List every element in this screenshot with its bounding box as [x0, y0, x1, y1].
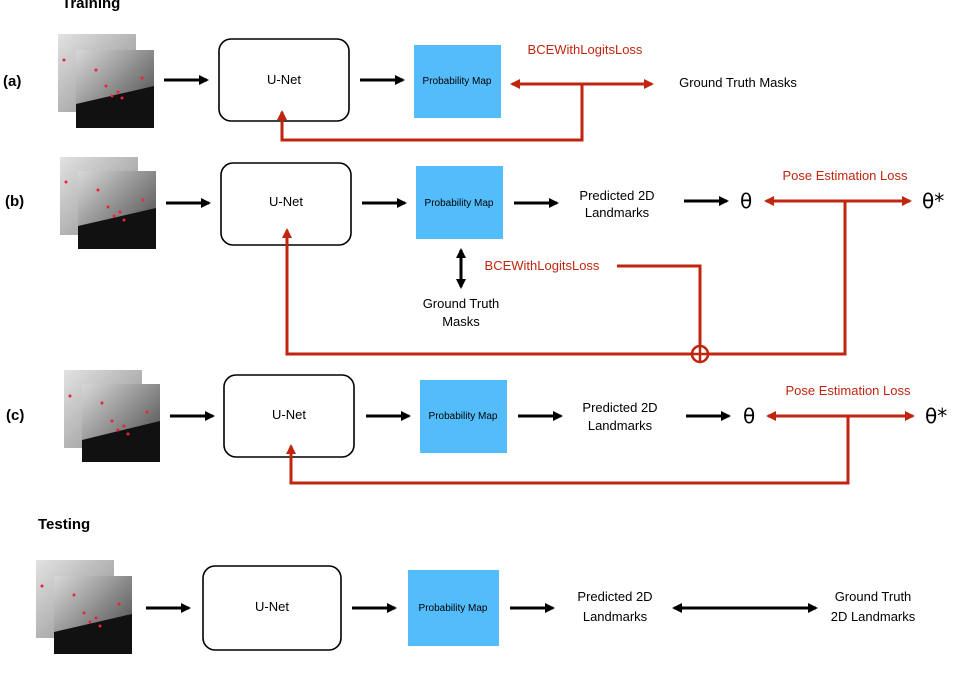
- unet-label: U-Net: [255, 599, 289, 614]
- theta-predicted: θ: [740, 189, 752, 213]
- row-c: (c) U-Net Probability Map Predicted 2D L…: [6, 370, 947, 485]
- pose-feedback-line: [708, 201, 847, 356]
- theta-ground-truth: θ*: [925, 404, 947, 428]
- loss-feedback-arrow: [277, 84, 584, 142]
- bce-loss-label: BCEWithLogitsLoss: [528, 42, 643, 57]
- xray-image-stack: [64, 370, 160, 462]
- probability-map-box: [420, 380, 507, 453]
- pose-loss-label: Pose Estimation Loss: [785, 383, 911, 398]
- probability-map-label: Probability Map: [429, 411, 498, 422]
- ground-truth-masks-line1: Ground Truth: [423, 296, 500, 311]
- theta-ground-truth: θ*: [922, 189, 944, 213]
- probability-map-label: Probability Map: [419, 603, 488, 614]
- training-title: Training: [62, 0, 120, 12]
- probability-map-box: [414, 45, 501, 118]
- probability-map-box: [416, 166, 503, 239]
- predicted-landmarks-line1: Predicted 2D: [577, 589, 652, 604]
- combined-loss-feedback-arrow: [282, 228, 692, 356]
- row-b: (b) U-Net Probability Map Predicted 2D L…: [5, 157, 944, 364]
- row-c-label: (c): [6, 407, 24, 424]
- sum-junction-icon: [690, 344, 710, 364]
- row-a-label: (a): [3, 73, 21, 90]
- predicted-landmarks-line1: Predicted 2D: [582, 400, 657, 415]
- unet-label: U-Net: [272, 407, 306, 422]
- unet-label: U-Net: [269, 194, 303, 209]
- ground-truth-landmarks-line1: Ground Truth: [835, 589, 912, 604]
- pose-loss-label: Pose Estimation Loss: [782, 168, 908, 183]
- probability-map-label: Probability Map: [425, 198, 494, 209]
- predicted-landmarks-line2: Landmarks: [588, 418, 653, 433]
- predicted-landmarks-line2: Landmarks: [583, 609, 648, 624]
- probability-map-box: [408, 570, 499, 646]
- xray-image-stack: [58, 34, 154, 128]
- row-b-label: (b): [5, 193, 24, 210]
- unet-box: [202, 565, 342, 651]
- predicted-landmarks-line2: Landmarks: [585, 205, 650, 220]
- xray-image-stack: [36, 560, 132, 654]
- predicted-landmarks-line1: Predicted 2D: [579, 188, 654, 203]
- bce-feedback-line: [617, 264, 702, 346]
- xray-image-stack: [60, 157, 156, 249]
- unet-box: [223, 374, 355, 458]
- ground-truth-masks-line2: Masks: [442, 314, 480, 329]
- testing-title: Testing: [38, 516, 90, 533]
- theta-predicted: θ: [743, 404, 755, 428]
- probability-map-label: Probability Map: [423, 76, 492, 87]
- unet-box: [218, 38, 350, 122]
- row-a: (a) U-Net Probability Map BCEWithLogitsL…: [3, 34, 797, 142]
- unet-label: U-Net: [267, 72, 301, 87]
- loss-feedback-arrow: [286, 416, 850, 485]
- bce-loss-label: BCEWithLogitsLoss: [485, 258, 600, 273]
- row-testing: U-Net Probability Map Predicted 2D Landm…: [36, 560, 916, 654]
- ground-truth-masks-label: Ground Truth Masks: [679, 75, 797, 90]
- ground-truth-landmarks-line2: 2D Landmarks: [831, 609, 916, 624]
